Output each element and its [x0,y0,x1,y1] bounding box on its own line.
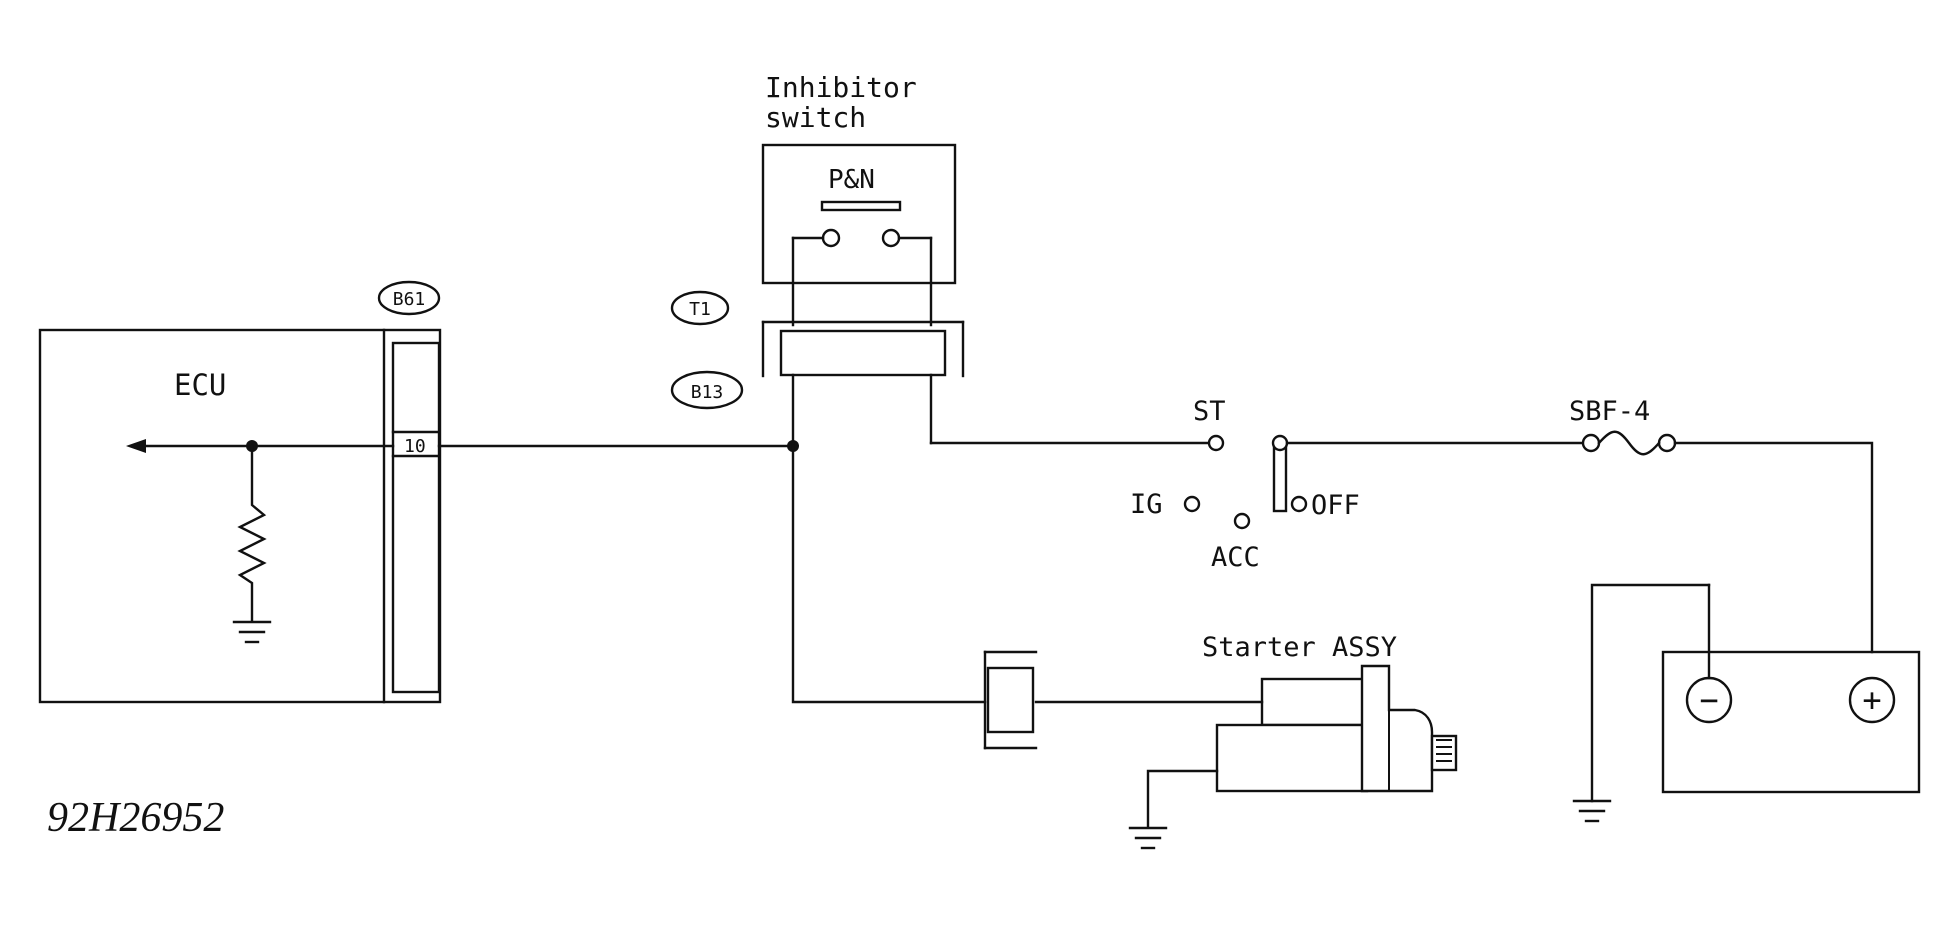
switch-terminal-left [821,228,841,248]
svg-text:T1: T1 [689,299,711,320]
ecu-box [38,328,442,704]
ignition-switch: ST IG ACC OFF [1130,396,1360,573]
ignition-pivot [1271,434,1289,452]
fuse-sbf-4: SBF-4 [1569,396,1677,456]
ecu-label: ECU [174,368,226,402]
battery-negative-sign: − [1699,681,1718,719]
svg-text:B61: B61 [393,289,426,310]
battery-box [1661,650,1921,794]
ecu-ground-icon [232,620,272,644]
signal-arrow-icon [126,439,146,453]
starter-assy: Starter ASSY [1128,632,1458,850]
battery-ground-icon [1572,799,1612,823]
ignition-lever [1272,445,1288,513]
starter-ground-icon [1128,826,1168,850]
ignition-ig-label: IG [1130,489,1163,520]
connector-badge-b61: B61 [377,280,441,316]
ignition-off-terminal [1290,495,1308,513]
connector-badge-b13: B13 [670,370,744,410]
ignition-st-terminal [1207,434,1225,452]
figure-id: 92H26952 [47,795,224,841]
ignition-acc-label: ACC [1211,542,1260,573]
inhibitor-contact-label: P&N [828,165,875,195]
starter-label: Starter ASSY [1202,632,1397,663]
battery: − + [1572,583,1921,823]
inhibitor-connector [761,320,965,378]
starter-nose-housing [1360,664,1434,793]
inhibitor-switch-title-line1: Inhibitor [765,71,917,104]
ecu-unit: ECU 10 [38,328,442,704]
starter-solenoid [1260,677,1366,727]
ignition-ig-terminal [1183,495,1201,513]
inhibitor-switch-box [761,143,957,285]
ignition-st-label: ST [1193,396,1226,427]
ecu-pin-number: 10 [404,436,426,457]
svg-text:B13: B13 [691,382,724,403]
fuse-icon [1597,430,1661,456]
connector-badge-t1: T1 [670,290,730,326]
switch-contact-bar [820,200,902,212]
switch-terminal-right [881,228,901,248]
battery-positive-sign: + [1862,681,1881,719]
inhibitor-switch: Inhibitor switch P&N [761,71,965,448]
starter-motor-body [1215,723,1369,793]
pinion-gear-icon [1430,734,1458,772]
inhibitor-switch-title-line2: switch [765,101,866,134]
ignition-off-label: OFF [1311,490,1360,521]
ignition-acc-terminal [1233,512,1251,530]
ecu-connector-strip [391,341,441,694]
starter-connector [983,650,1038,750]
resistor-icon [237,444,267,622]
fuse-label: SBF-4 [1569,396,1650,427]
battery-positive-terminal [1848,676,1896,724]
